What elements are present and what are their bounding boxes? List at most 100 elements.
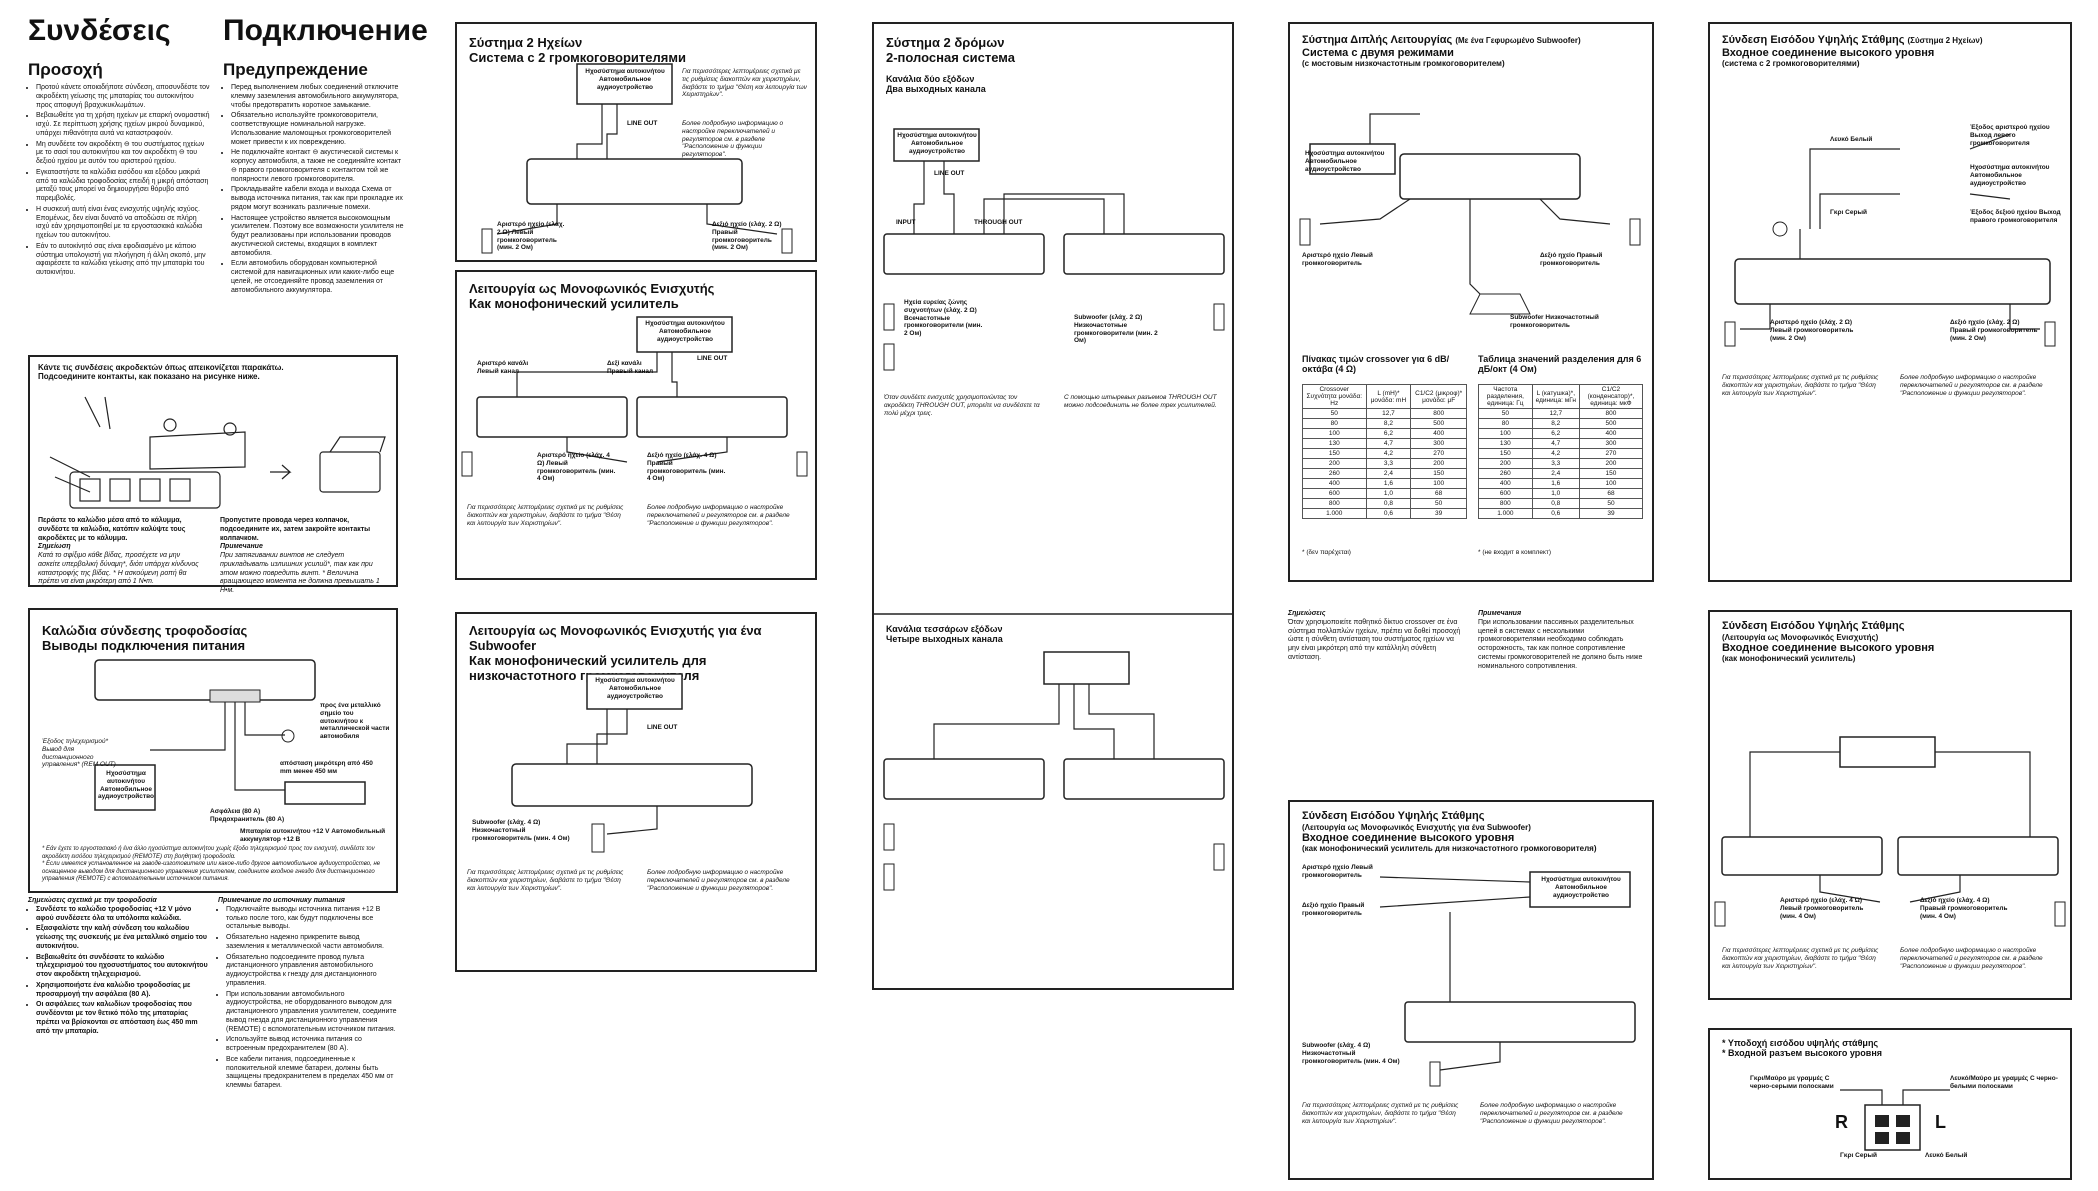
hi-mono-title-gr: Σύνδεση Εισόδου Υψηλής Στάθμης [1722,620,1905,632]
hi-sub-diagram [1379,871,1636,1087]
list-item: Συνδέστε το καλώδιο τροφοδοσίας +12 V μό… [36,906,208,924]
mono-sub-note-gr: Για περισσότερες λεπτομέρειες σχετικά με… [467,869,624,892]
right-speaker-label: Δεξιό ηχείο Правый громкоговоритель [1302,902,1365,917]
subwoofer-label: Subwoofer (ελάχ. 4 Ω) Низкочастотный гро… [472,819,570,842]
left-speaker-label: Αριστερό ηχείο (ελάχ. 2 Ω) Левый громког… [1770,319,1854,342]
input-label: INPUT [896,219,916,226]
mono-diagram [461,316,808,477]
hi-sub-title-ru: Входное соединение высокого уровня [1302,831,1515,844]
connector-br: Λευκό Белый [1925,1152,1968,1159]
connector-tr: Λευκό/Μαύρο με γραμμές С черно-белыми по… [1950,1075,2058,1090]
two-way-note-ru: С помощью штыревых разъемов THROUGH OUT … [1064,394,1217,409]
four-output-gr: Κανάλια τεσσάρων εξόδων [886,624,1003,634]
table-header: C1/C2 (μικροφ)* μονάδα: μF [1410,384,1467,409]
right-speaker-label: Δεξιό ηχείο (ελάχ. 4 Ω) Правый громкогов… [647,452,726,483]
four-output-ru: Четыре выходных канала [886,634,1003,645]
two-speaker-box: Σύστημα 2 Ηχείων Система с 2 громкоговор… [455,22,817,262]
power-title-gr: Καλώδια σύνδεσης τροφοδοσίας [42,623,248,638]
list-item: При использовании автомобильного аудиоус… [226,991,398,1035]
connector-r: R [1835,1112,1848,1132]
left-channel-label: Αριστερό κανάλι Левый канал [477,360,529,375]
source-label: Ηχοσύστημα αυτοκινήτου Автомобильное ауд… [1305,150,1385,173]
line-out-label: LINE OUT [627,120,658,127]
hi-mono-title-ru: Входное соединение высокого уровня [1722,641,1935,654]
left-speaker-label: Αριστερό ηχείο (ελάχ. 2 Ω) Левый громког… [497,221,565,252]
through-out-label: THROUGH OUT [974,219,1023,226]
table-header: L (mH)* μονάδα: mH [1365,384,1412,409]
mono-sub-title-gr: Λειτουργία ως Μονοφωνικός Ενισχυτής για … [469,623,762,653]
dual-title-gr: Σύστημα Διπλής Λειτουργίας (Με ένα Γεφυρ… [1302,34,1581,46]
mono-note-gr: Για περισσότερες λεπτομέρειες σχετικά με… [467,504,624,527]
power-footnote: * Εάν έχετε το εργοστασιακό ή ένα άλλο η… [42,846,381,882]
hi2-diagram [1724,133,2056,347]
hi2-title-ru: Входное соединение высокого уровня [1722,46,1935,59]
warning-list-ru: Перед выполнением любых соединений отклю… [223,84,406,297]
left-speaker-label: Αριστερό ηχείο (ελάχ. 4 Ω) Левый громког… [537,452,616,483]
list-item: Обязательно подсоедините провод пульта д… [226,954,398,989]
table-header: Частота разделения, единица: Гц [1478,384,1533,409]
mono-title-gr: Λειτουργία ως Μονοφωνικός Ενισχυτής [469,281,715,296]
high-input-2sp-box: Σύνδεση Εισόδου Υψηλής Στάθμης (Σύστημα … [1708,22,2072,582]
hi-mono-title-gr-small: (Λειτουργία ως Μονοφωνικός Ενισχυτής) [1722,632,1879,642]
hi2-title-gr: Σύνδεση Εισόδου Υψηλής Στάθμης (Σύστημα … [1722,34,1983,46]
source-label: Ηχοσύστημα αυτοκινήτου Автомобильное ауд… [1970,164,2050,187]
right-speaker-label: Δεξιό ηχείο (ελάχ. 2 Ω) Правый громкогов… [1950,319,2038,342]
fuse-label: Ασφάλεια (80 A) Предохранитель (80 A) [210,808,285,823]
subwoofer-label: Subwoofer Низкочастотный громкоговорител… [1510,314,1599,329]
connector-tl: Γκρι/Μαύρο με γραμμές С черно-серыми пол… [1750,1075,1834,1090]
line-out-label: LINE OUT [934,170,965,177]
connector-title-ru: * Входной разъем высокого уровня [1722,1048,1883,1059]
line-out-label: LINE OUT [697,355,728,362]
list-item: Χρησιμοποιήστε ένα καλώδιο τροφοδοσίας μ… [36,982,208,1000]
terminal-connection-box: Κάντε τις συνδέσεις ακροδεκτών όπως απει… [28,355,398,594]
list-item: Настоящее устройство является высокомощн… [231,215,406,259]
power-diagram [94,659,366,811]
dual-system-box: Σύστημα Διπλής Λειτουργίας (Με ένα Γεφυρ… [1288,22,1654,582]
hi-mono-title-ru-small: (как монофонический усилитель) [1722,654,1856,664]
hi-sub-title-gr-small: (Λειτουργία ως Μονοφωνικός Ενισχυτής για… [1302,822,1531,832]
mono-title-ru: Как монофонический усилитель [469,295,679,311]
two-output-ru: Два выходных канала [886,84,986,95]
two-way-title-ru: 2-полосная система [886,49,1015,65]
line-out-label: LINE OUT [647,724,678,731]
table2-foot: * (не входит в комплект) [1478,549,1552,556]
source-label: Ηχοσύστημα αυτοκινήτου Автомобильное ауд… [595,677,675,700]
list-item: Προτού κάνετε οποιαδήποτε σύνδεση, αποσυ… [36,84,211,110]
mono-sub-diagram [511,673,753,853]
mono-note-ru: Более подробную информацию о настройке п… [647,504,790,527]
mono-amp-box: Λειτουργία ως Μονοφωνικός Ενισχυτής Как … [455,270,817,580]
full-range-label: Ηχεία ευρείας ζώνης συχνοτήτων (ελάχ. 2 … [904,299,983,338]
two-speaker-title-ru: Система с 2 громкоговорителями [469,49,686,65]
connector-bl: Γκρι Серый [1840,1152,1877,1159]
left-out-label: Έξοδος αριστερού ηχείου Выход левого гро… [1970,124,2050,147]
right-channel-label: Δεξί κανάλι Правый канал [607,360,654,375]
two-speaker-note-ru: Более подробную информацию о настройке п… [682,120,784,159]
table1-foot: * (δεν παρέχεται) [1302,549,1351,556]
table2-title: Таблица значений разделения для 6 дБ/окт… [1478,354,1642,375]
list-item: Не подключайте контакт ⊖ акустической си… [231,149,406,184]
hi-sub-note-gr: Για περισσότερες λεπτομέρειες σχετικά με… [1302,1102,1459,1125]
distance-label: απόσταση μικρότερη από 450 mm менее 450 … [280,760,373,775]
subwoofer-label: Subwoofer (ελάχ. 4 Ω) Низкочастотный гро… [1302,1042,1400,1065]
mono-sub-note-ru: Более подробную информацию о настройке п… [647,869,790,892]
table-header: L (катушка)*, единица: мГн [1531,384,1580,409]
connector-diagram [1840,1089,1950,1151]
dual-diagram [1299,113,1641,315]
white-label: Λευκό Белый [1830,136,1873,143]
left-speaker-label: Αριστερό ηχείο (ελάχ. 4 Ω) Левый громког… [1780,897,1864,920]
